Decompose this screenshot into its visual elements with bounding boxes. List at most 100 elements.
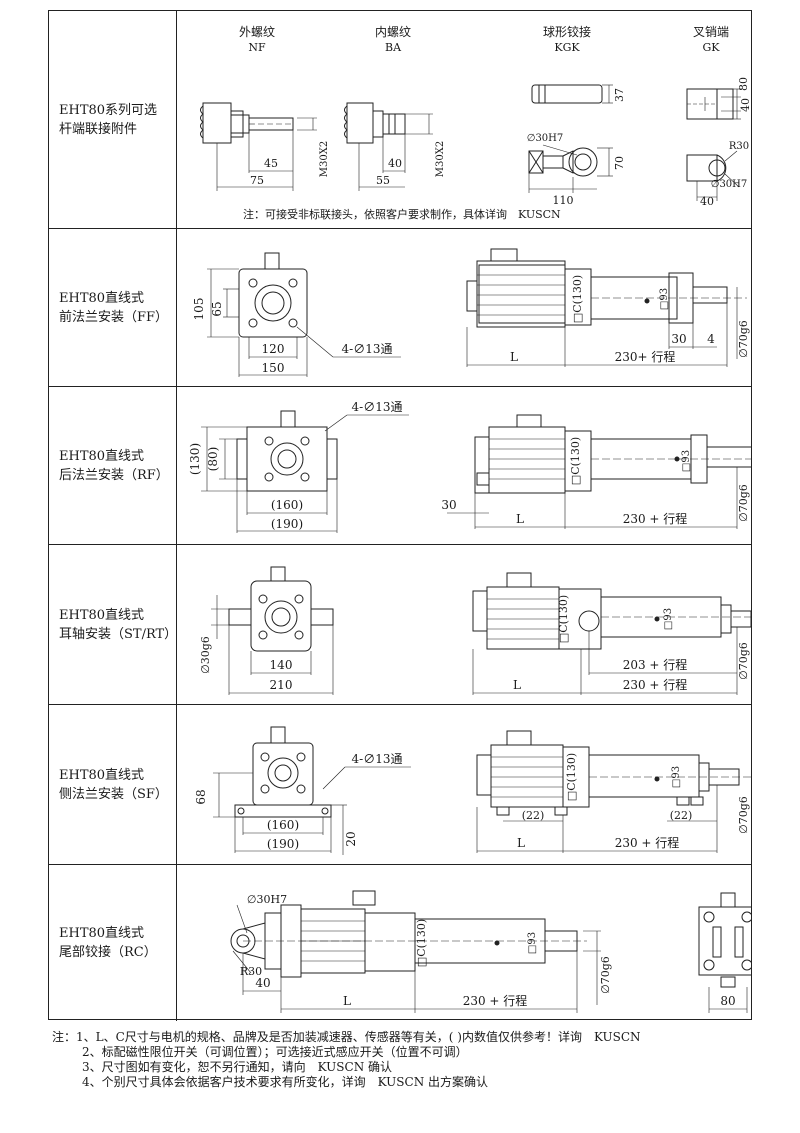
drawing-area: 105 65 120 150 4-∅13通 □C(130) □93 L 230+… — [177, 229, 751, 386]
row-label-line: EHT80系列可选 — [59, 102, 158, 118]
kgk-drawing — [528, 84, 613, 193]
rf-stroke: 230 + 行程 — [623, 511, 688, 526]
rc-d40: 40 — [255, 976, 270, 990]
rf-d30: 30 — [441, 498, 456, 512]
ff-dim-150: 150 — [262, 361, 285, 375]
row-label-line: EHT80直线式 — [59, 926, 145, 941]
ba-drawing — [344, 102, 433, 191]
rc-stroke: 230 + 行程 — [463, 993, 528, 1008]
rf-holes: 4-∅13通 — [352, 400, 403, 414]
nf-dim-thread: M30X2 — [319, 141, 330, 177]
rf-dim-190: (190) — [271, 517, 303, 531]
kgk-dim-70: 70 — [613, 156, 626, 170]
ff-dim-120: 120 — [262, 342, 285, 356]
rf-dia: ∅70g6 — [737, 484, 750, 522]
note-line: 4、个别尺寸具体会依据客户技术要求有所变化，详询 KUSCN 出方案确认 — [82, 1075, 489, 1089]
row-label: EHT80直线式 侧法兰安装（SF） — [49, 705, 177, 864]
ba-dim-55: 55 — [376, 174, 390, 187]
row-label-line: EHT80直线式 — [59, 607, 145, 623]
ff-d30: 30 — [671, 332, 686, 346]
sf-c: □C(130) — [565, 753, 578, 801]
rc-w80: 80 — [720, 994, 735, 1008]
rc-drawing: ∅30H7 R30 40 □C(130) □93 L 230 + 行程 ∅70g… — [230, 890, 751, 1013]
row-label: EHT80直线式 前法兰安装（FF） — [49, 229, 177, 386]
drawing-area: 68 (160) (190) 20 4-∅13通 □C(130) □93 (22… — [177, 705, 751, 864]
sf-dim-68: 68 — [194, 789, 208, 804]
strt-l: L — [513, 678, 521, 692]
ba-code: BA — [385, 41, 402, 54]
row-label-line: 前法兰安装（FF） — [59, 309, 169, 325]
sf-l: L — [517, 836, 525, 850]
rf-dim-130: (130) — [188, 443, 202, 475]
row-label-line: 尾部铰接（RC） — [59, 945, 157, 960]
ff-holes: 4-∅13通 — [342, 342, 393, 356]
strt-c: □C(130) — [557, 595, 570, 643]
gk-code: GK — [702, 41, 720, 54]
row-label-line: 侧法兰安装（SF） — [59, 786, 168, 802]
accessory-drawings: 外螺纹 NF 内螺纹 BA 球形铰接 KGK 叉销端 GK 45 75 M30X… — [200, 24, 751, 221]
sf-dim-20: 20 — [344, 831, 358, 846]
ff-dia: ∅70g6 — [737, 320, 750, 358]
strt-dim-140: 140 — [270, 658, 293, 672]
row-ff: EHT80直线式 前法兰安装（FF） — [49, 229, 751, 387]
ba-dim-40: 40 — [388, 157, 402, 170]
sf-stroke: 230 + 行程 — [615, 835, 680, 850]
rf-c: □C(130) — [569, 437, 582, 485]
row-rf: EHT80直线式 后法兰安装（RF） — [49, 387, 751, 545]
row-label-line: EHT80直线式 — [59, 767, 145, 783]
note-line: 2、标配磁性限位开关（可调位置）；可选接近式感应开关（位置不可调） — [82, 1045, 468, 1059]
rc-sq: □93 — [527, 932, 538, 954]
drawing-area: ∅30g6 140 210 □C(130) □93 L 203 + 行程 230… — [177, 545, 751, 704]
row-label: EHT80直线式 后法兰安装（RF） — [49, 387, 177, 544]
rf-sq: □93 — [681, 450, 692, 472]
rc-dia: ∅70g6 — [599, 956, 612, 994]
gk-name: 叉销端 — [693, 25, 729, 39]
ff-drawing: 105 65 120 150 4-∅13通 □C(130) □93 L 230+… — [192, 248, 750, 377]
row-label-line: 耳轴安装（ST/RT） — [59, 626, 178, 642]
sf-p2: (22) — [670, 809, 693, 822]
row-label: EHT80系列可选 杆端联接附件 — [49, 11, 177, 228]
rf-dim-160: (160) — [271, 498, 303, 512]
drawing-area: (130) (80) (160) (190) 4-∅13通 □C(130) □9… — [177, 387, 751, 544]
strt-stroke2: 230 + 行程 — [623, 677, 688, 692]
sf-sq: □93 — [671, 766, 682, 788]
rc-l: L — [343, 994, 351, 1008]
note-line: 3、尺寸图如有变化，恕不另行通知，请向 KUSCN 确认 — [82, 1060, 393, 1074]
rc-r30: R30 — [240, 965, 262, 978]
row-label-line: 杆端联接附件 — [59, 121, 138, 137]
rf-l: L — [516, 512, 524, 526]
drawing-area: 外螺纹 NF 内螺纹 BA 球形铰接 KGK 叉销端 GK 45 75 M30X… — [177, 11, 751, 228]
kgk-code: KGK — [554, 41, 580, 54]
row-label-line: 后法兰安装（RF） — [59, 467, 169, 483]
row-accessories: EHT80系列可选 杆端联接附件 — [49, 11, 751, 229]
row-label-line: EHT80直线式 — [59, 290, 145, 306]
gk-drawing — [686, 88, 741, 201]
ba-name: 内螺纹 — [375, 25, 411, 39]
nf-code: NF — [248, 41, 266, 54]
ff-l: L — [510, 350, 518, 364]
strt-sq: □93 — [663, 608, 674, 630]
row-label: EHT80直线式 尾部铰接（RC） — [49, 865, 177, 1021]
sf-drawing: 68 (160) (190) 20 4-∅13通 □C(130) □93 (22… — [194, 726, 751, 855]
ff-d4: 4 — [707, 332, 715, 346]
nf-dim-45: 45 — [264, 157, 278, 170]
ff-c: □C(130) — [571, 275, 584, 323]
gk-dim-80: 80 — [737, 77, 750, 91]
gk-dim-40b: 40 — [700, 195, 714, 208]
rc-hole: ∅30H7 — [247, 893, 287, 906]
rc-c: □C(130) — [415, 919, 428, 967]
gk-dim-r30: R30 — [729, 141, 749, 152]
nf-drawing — [200, 102, 317, 191]
kgk-dim-hole: ∅30H7 — [527, 133, 564, 144]
sf-dim-160: (160) — [267, 818, 299, 832]
drawing-sheet: EHT80系列可选 杆端联接附件 — [48, 10, 752, 1021]
sf-p1: (22) — [522, 809, 545, 822]
accessory-note: 注：可接受非标联接头，依照客户要求制作，具体详询 KUSCN — [243, 207, 561, 221]
sf-holes: 4-∅13通 — [352, 752, 403, 766]
strt-drawing: ∅30g6 140 210 □C(130) □93 L 203 + 行程 230… — [199, 566, 751, 695]
strt-dim-210: 210 — [270, 678, 293, 692]
strt-dim-dia30: ∅30g6 — [199, 636, 212, 674]
row-label-line: EHT80直线式 — [59, 448, 145, 464]
nf-dim-75: 75 — [250, 174, 264, 187]
row-label: EHT80直线式 耳轴安装（ST/RT） — [49, 545, 177, 704]
